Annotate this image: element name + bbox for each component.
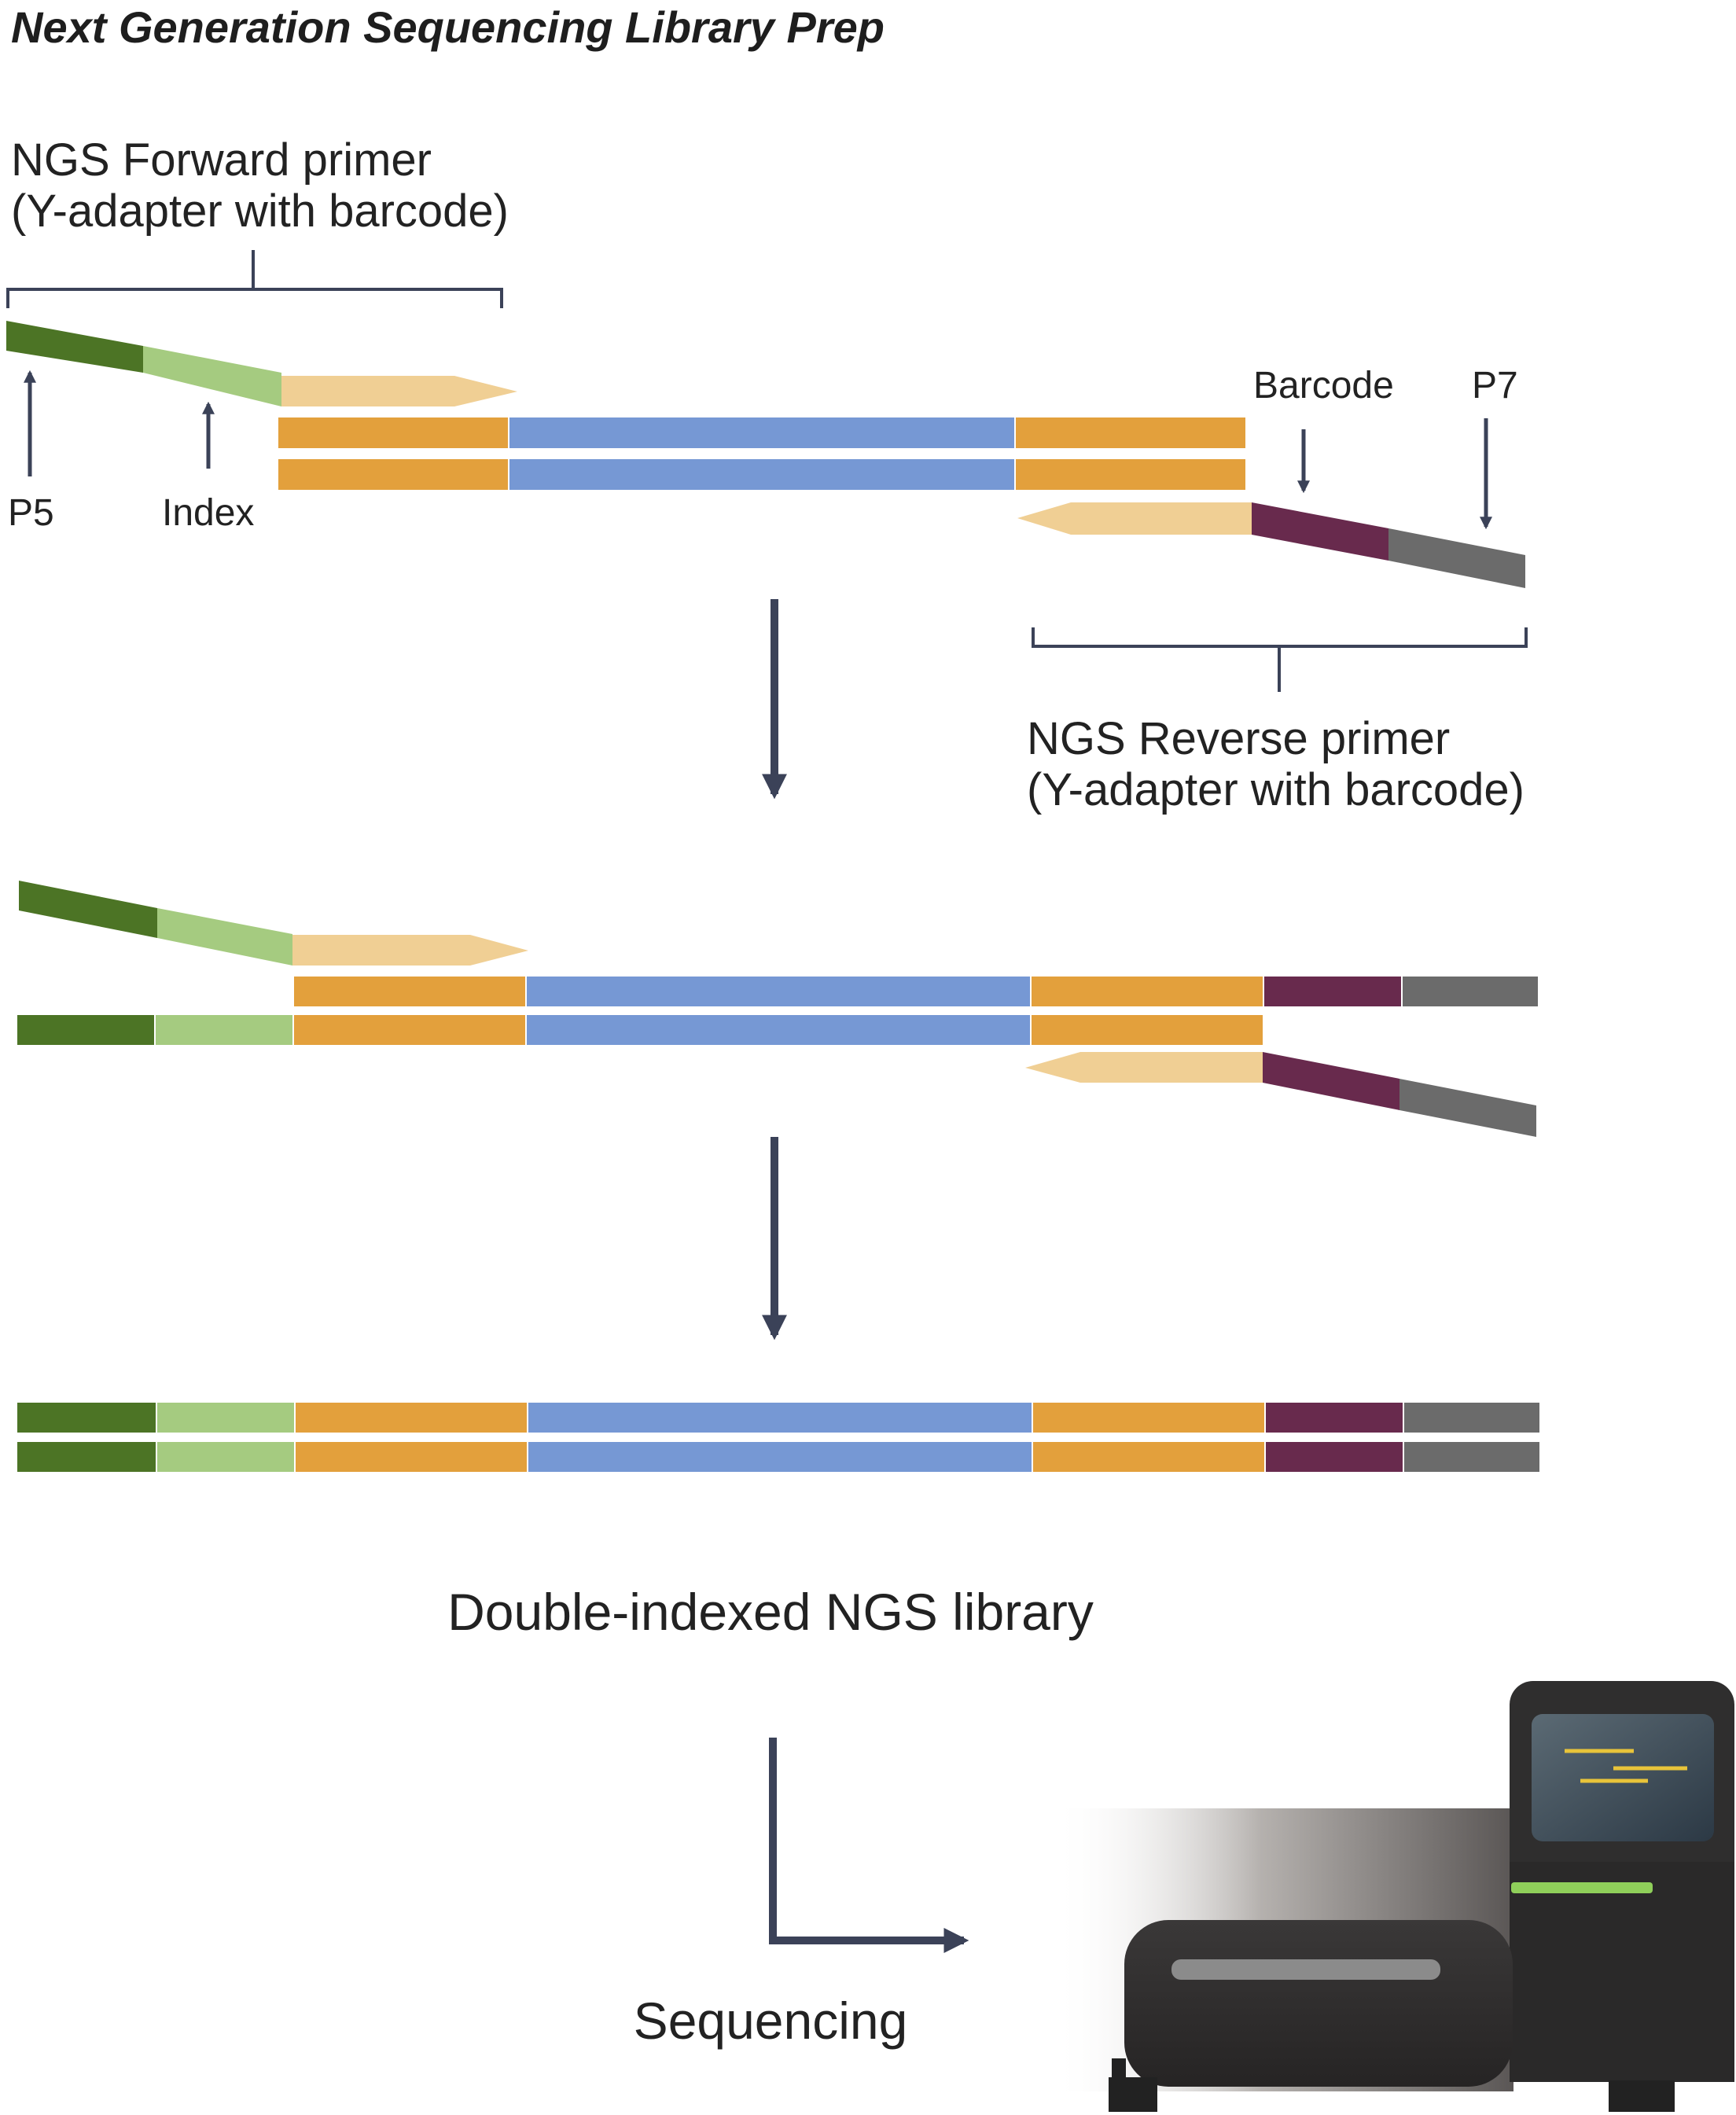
step2-top-insert	[527, 977, 1030, 1006]
step1-bottom-insert	[509, 459, 1014, 490]
step2-index-segment	[157, 908, 292, 966]
step2-top-strand	[294, 977, 1538, 1006]
sequencer-foot-right	[1609, 2080, 1675, 2112]
label-pointer-arrows	[23, 370, 1493, 530]
step2-bottom-insert	[527, 1015, 1030, 1045]
page-title: Next Generation Sequencing Library Prep	[11, 2, 885, 52]
final-library-top-strand	[17, 1403, 1539, 1433]
sequencer-slot	[1171, 1959, 1440, 1980]
step1-top-left-adapter	[278, 417, 508, 448]
library-label: Double-indexed NGS library	[447, 1583, 1094, 1641]
step2-top-barcode	[1264, 977, 1401, 1006]
step2-reverse-barcode	[1263, 1052, 1399, 1110]
forward-index-segment	[143, 346, 281, 406]
step1-top-insert	[509, 417, 1014, 448]
step2-lower-reverse-strand	[1025, 1052, 1536, 1137]
final-top-insert	[528, 1403, 1032, 1433]
step2-bottom-strand	[17, 1015, 1263, 1045]
step2-bottom-index	[156, 1015, 292, 1045]
status-light-bar	[1511, 1882, 1653, 1893]
p5-label: P5	[8, 492, 54, 534]
forward-primer-label-line2: (Y-adapter with barcode)	[11, 185, 509, 237]
reverse-primer-tip	[1017, 502, 1252, 535]
forward-primer-tip	[281, 376, 517, 406]
forward-primer-label: NGS Forward primer (Y-adapter with barco…	[11, 134, 509, 237]
p7-label: P7	[1472, 365, 1518, 406]
step2-bottom-right-adapter	[1032, 1015, 1263, 1045]
final-top-left-adapter	[296, 1403, 527, 1433]
reverse-primer-label-line1: NGS Reverse primer	[1027, 713, 1451, 764]
sequencer-tower-lower	[1510, 1862, 1734, 2082]
step1-bottom-left-adapter	[278, 459, 508, 490]
reverse-primer-label: NGS Reverse primer (Y-adapter with barco…	[1027, 713, 1525, 816]
forward-primer-bracket	[6, 250, 503, 308]
forward-primer-label-line1: NGS Forward primer	[11, 134, 432, 186]
step2-upper-forward-strand	[19, 881, 528, 966]
final-bottom-p7	[1404, 1442, 1539, 1472]
step2-top-p7	[1403, 977, 1538, 1006]
step2-reverse-p7	[1399, 1079, 1536, 1137]
reverse-primer-bracket	[1032, 627, 1528, 692]
reverse-primer-strand	[1017, 502, 1525, 588]
final-bottom-barcode	[1266, 1442, 1403, 1472]
step2-bottom-p5	[17, 1015, 154, 1045]
reverse-barcode-segment	[1252, 502, 1388, 561]
final-bottom-index	[157, 1442, 294, 1472]
step2-primer-tip	[292, 935, 528, 966]
final-top-p7	[1404, 1403, 1539, 1433]
step2-reverse-primer-tip	[1025, 1052, 1263, 1083]
final-top-p5	[17, 1403, 156, 1433]
step2-p5-segment	[19, 881, 157, 938]
sequencer-screen	[1532, 1714, 1714, 1841]
step1-bottom-right-adapter	[1016, 459, 1245, 490]
step2-top-right-adapter	[1032, 977, 1263, 1006]
sequencing-label: Sequencing	[633, 1992, 908, 2050]
final-bottom-right-adapter	[1033, 1442, 1264, 1472]
sequencer-machine-icon	[1054, 1681, 1734, 2112]
forward-p5-segment	[6, 321, 143, 373]
step1-top-right-adapter	[1016, 417, 1245, 448]
final-bottom-left-adapter	[296, 1442, 527, 1472]
final-bottom-p5	[17, 1442, 156, 1472]
final-top-barcode	[1266, 1403, 1403, 1433]
final-top-index	[157, 1403, 294, 1433]
forward-primer-strand	[6, 321, 517, 406]
reverse-p7-segment	[1388, 528, 1525, 588]
sequencer-base-unit	[1124, 1920, 1513, 2087]
barcode-label: Barcode	[1253, 365, 1394, 406]
sequencer-foot-left-stem	[1112, 2058, 1126, 2090]
final-top-right-adapter	[1033, 1403, 1264, 1433]
final-library-bottom-strand	[17, 1442, 1539, 1472]
step2-top-left-adapter	[294, 977, 525, 1006]
final-bottom-insert	[528, 1442, 1032, 1472]
step1-duplex	[278, 417, 1245, 490]
sequencing-elbow-arrow	[769, 1738, 969, 1954]
index-label: Index	[162, 492, 255, 534]
step2-bottom-left-adapter	[294, 1015, 525, 1045]
reverse-primer-label-line2: (Y-adapter with barcode)	[1027, 763, 1525, 815]
